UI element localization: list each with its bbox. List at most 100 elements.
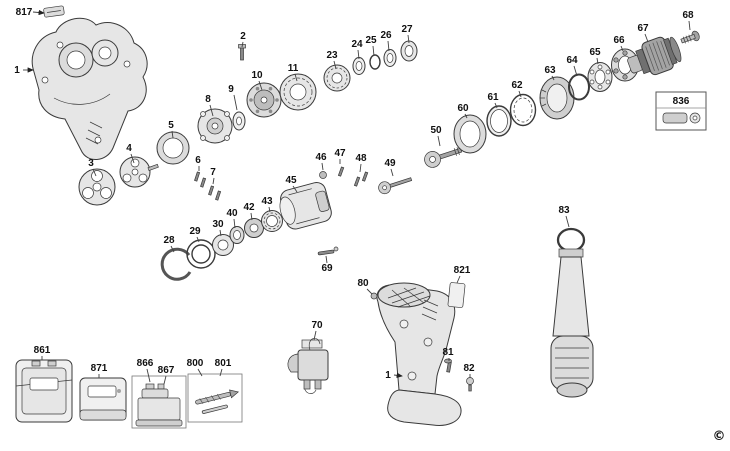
part-11-ring-gear: [279, 73, 317, 111]
leader-line-5: [171, 130, 174, 139]
part-label-821: 821: [454, 265, 471, 276]
part-label-46: 46: [315, 152, 327, 163]
part-label-45: 45: [285, 175, 297, 186]
part-40-cup: [229, 226, 245, 244]
part-81-screw: [444, 358, 452, 373]
part-label-65: 65: [589, 47, 601, 58]
part-46-ball: [319, 171, 327, 179]
part-25-washer: [369, 54, 381, 70]
part-label-60: 60: [457, 103, 469, 114]
leader-line-23: [333, 60, 337, 70]
part-60-clutch-ring: [453, 114, 487, 154]
leader-line-40: [233, 218, 236, 229]
part-label-23: 23: [326, 50, 338, 61]
part-label-83: 83: [558, 205, 570, 216]
left-housing: [31, 17, 148, 160]
leader-line-800: [197, 368, 203, 377]
leader-line-66: [620, 45, 624, 52]
part-83-side-handle: [550, 227, 594, 398]
part-70-switch: [287, 337, 329, 394]
part-label-9: 9: [228, 84, 234, 95]
leader-line-4: [130, 153, 135, 164]
leader-line-70: [313, 330, 317, 341]
part-30-washer: [212, 234, 234, 256]
part-26-washer: [383, 49, 397, 67]
leader-line-801: [219, 368, 223, 377]
leader-line-1: [393, 372, 403, 379]
box-866-battery: [131, 375, 187, 429]
part-label-28: 28: [163, 235, 175, 246]
leader-line-45: [292, 185, 298, 193]
part-10-motor-gear: [246, 82, 282, 118]
part-label-5: 5: [168, 120, 174, 131]
part-label-7: 7: [210, 167, 216, 178]
part-82-screw: [466, 377, 474, 392]
sticker-821: [447, 282, 466, 308]
part-69-pin: [317, 246, 339, 256]
leader-line-80: [366, 288, 373, 295]
part-8-gear-cover: [197, 108, 233, 144]
part-label-1: 1: [385, 370, 391, 381]
part-label-82: 82: [463, 363, 475, 374]
leader-line-64: [573, 65, 578, 77]
leader-line-67: [644, 33, 649, 43]
part-label-80: 80: [357, 278, 369, 289]
part-label-25: 25: [365, 35, 377, 46]
leader-line-43: [268, 206, 271, 213]
part-label-4: 4: [126, 143, 132, 154]
part-29-o-ring: [186, 239, 216, 269]
leader-line-24: [357, 49, 360, 60]
part-label-8: 8: [205, 94, 211, 105]
part-7-pins: [208, 185, 222, 201]
part-label-10: 10: [251, 70, 263, 81]
leader-line-2: [241, 41, 244, 48]
leader-line-30: [219, 229, 222, 237]
part-label-47: 47: [334, 148, 346, 159]
part-label-800: 800: [187, 358, 204, 369]
part-label-3: 3: [88, 158, 94, 169]
part-label-817: 817: [16, 7, 33, 18]
leader-line-9: [233, 94, 238, 111]
leader-line-867: [163, 375, 167, 385]
leader-line-8: [209, 104, 214, 117]
part-label-50: 50: [430, 125, 442, 136]
leader-line-62: [518, 90, 522, 98]
part-42-bearing: [244, 218, 264, 238]
part-4-planet-carrier: [119, 156, 159, 188]
part-label-871: 871: [91, 363, 108, 374]
part-label-68: 68: [682, 10, 694, 21]
part-48-pins: [353, 171, 369, 187]
part-label-27: 27: [401, 24, 413, 35]
part-68-screw: [680, 30, 700, 44]
part-67-chuck: [627, 36, 682, 76]
part-61-spring-ring: [486, 105, 512, 137]
part-label-49: 49: [384, 158, 396, 169]
leader-line-866: [146, 368, 151, 383]
leader-line-10: [258, 80, 263, 91]
leader-line-61: [494, 102, 498, 109]
part-label-30: 30: [212, 219, 224, 230]
part-27-washer: [400, 40, 418, 62]
part-6-pins: [194, 171, 207, 188]
part-28-retaining-ring: [160, 247, 192, 281]
leader-line-817: [32, 9, 45, 16]
box-871-charger: [79, 377, 127, 421]
leader-line-46: [321, 162, 324, 171]
part-45-gear-housing: [279, 181, 332, 230]
part-836-box: [655, 91, 707, 131]
part-label-26: 26: [380, 30, 392, 41]
part-label-836: 836: [673, 96, 690, 107]
leader-line-11: [294, 73, 298, 82]
leader-line-26: [387, 40, 390, 52]
leader-line-821: [456, 275, 461, 284]
leader-line-3: [92, 168, 97, 177]
part-43-ring: [261, 210, 283, 232]
leader-line-27: [407, 34, 410, 44]
part-label-66: 66: [613, 35, 625, 46]
part-label-63: 63: [544, 65, 556, 76]
part-label-29: 29: [189, 226, 201, 237]
leader-line-42: [250, 212, 253, 221]
part-label-866: 866: [137, 358, 154, 369]
